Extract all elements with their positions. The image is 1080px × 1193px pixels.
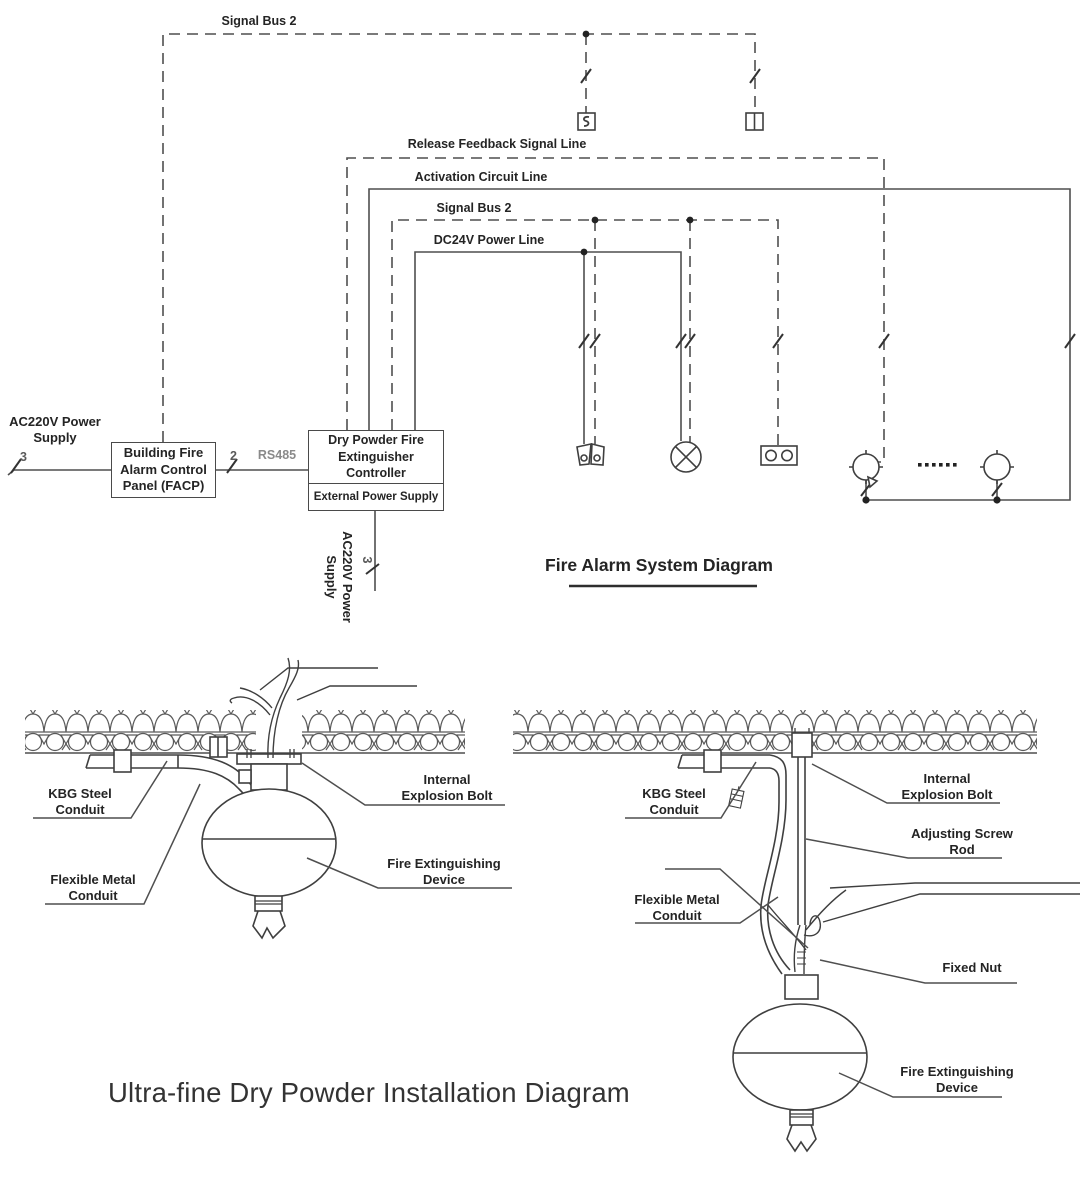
label-release-feedback-line: Release Feedback Signal Line bbox=[407, 137, 587, 151]
stamp-glyph bbox=[728, 786, 745, 809]
label-signal-bus-top: Signal Bus 2 bbox=[221, 14, 297, 28]
label-rs485: RS485 bbox=[257, 448, 297, 462]
controller-label: Dry Powder Fire Extinguisher Controller bbox=[309, 431, 443, 484]
solid-circuit-lines bbox=[7, 188, 1071, 591]
alarm-bell-icon bbox=[670, 441, 702, 473]
label-dc24v-power-line: DC24V Power Line bbox=[433, 233, 545, 247]
installation-left bbox=[85, 657, 417, 940]
label-flexible-conduit-right: Flexible Metal Conduit bbox=[634, 892, 720, 923]
smoke-detector-icon bbox=[577, 112, 596, 131]
io-module-icon bbox=[760, 445, 798, 466]
label-fixed-nut: Fixed Nut bbox=[942, 960, 1002, 975]
sounder-strobe-icon bbox=[576, 442, 605, 466]
label-explosion-bolt-right: Internal Explosion Bolt bbox=[901, 771, 993, 802]
label-fire-device-right: Fire Extinguishing Device bbox=[900, 1064, 1014, 1095]
wire-count-left: 3 bbox=[20, 450, 27, 464]
label-flexible-conduit-left: Flexible Metal Conduit bbox=[50, 872, 136, 903]
label-kbg-conduit-left: KBG Steel Conduit bbox=[48, 786, 112, 817]
label-kbg-conduit-right: KBG Steel Conduit bbox=[642, 786, 706, 817]
manual-call-point-icon bbox=[745, 112, 764, 131]
wire-break-marks bbox=[10, 68, 1076, 575]
wire-count-rs485: 2 bbox=[230, 449, 237, 463]
ellipsis-dots bbox=[918, 463, 957, 467]
label-ac220v-bottom: AC220V Power Supply bbox=[324, 531, 355, 623]
junction-dots bbox=[580, 30, 1001, 504]
facp-box: Building Fire Alarm Control Panel (FACP) bbox=[111, 442, 216, 498]
label-activation-circuit-line: Activation Circuit Line bbox=[414, 170, 548, 184]
extinguisher-unit-icon bbox=[849, 450, 883, 489]
dashed-signal-lines bbox=[162, 33, 885, 463]
label-explosion-bolt-left: Internal Explosion Bolt bbox=[401, 772, 493, 803]
controller-box: Dry Powder Fire Extinguisher Controller … bbox=[308, 430, 444, 511]
fire-alarm-diagram-title: Fire Alarm System Diagram bbox=[545, 555, 773, 575]
ceiling-decks bbox=[25, 706, 1037, 754]
label-ac220v-left: AC220V Power Supply bbox=[9, 414, 101, 445]
external-power-label: External Power Supply bbox=[313, 491, 439, 503]
label-signal-bus-mid: Signal Bus 2 bbox=[436, 201, 512, 215]
alarm-devices bbox=[576, 112, 1014, 489]
label-leaders bbox=[33, 760, 1017, 1098]
installation-right bbox=[677, 728, 1080, 1153]
wire-count-bottom: 3 bbox=[360, 556, 374, 564]
label-fire-device-left: Fire Extinguishing Device bbox=[387, 856, 501, 887]
extinguisher-unit-icon bbox=[980, 450, 1014, 484]
installation-diagram-title: Ultra-fine Dry Powder Installation Diagr… bbox=[108, 1077, 630, 1108]
label-adjusting-screw-rod: Adjusting Screw Rod bbox=[911, 826, 1013, 857]
